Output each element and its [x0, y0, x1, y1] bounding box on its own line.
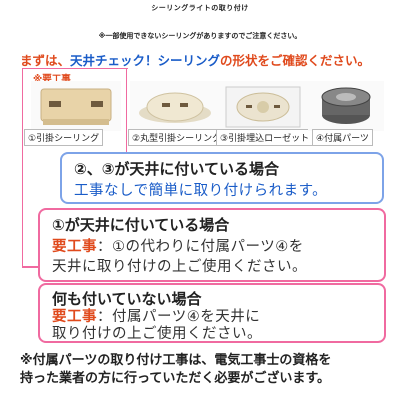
box-line-1: 要工事：付属パーツ④を天井に	[52, 305, 260, 326]
usage-note: ※一部使用できないシーリングがありますのでご注意ください。	[98, 32, 302, 40]
box-line-2: 天井に取り付けの上ご使用ください。	[52, 259, 307, 275]
item-caption: ①引掛シーリング	[24, 129, 104, 146]
item-caption: ②丸型引掛シーリング	[128, 129, 226, 146]
box-line-1-text: ：付属パーツ④を天井に	[97, 309, 261, 325]
check-header-prefix: まずは、	[20, 53, 71, 68]
box-title: ①が天井に付いている場合	[52, 216, 230, 234]
work-required-connector	[22, 266, 42, 268]
box-line-1-text: ：①の代わりに付属パーツ④を	[97, 239, 304, 255]
embedded-rosette-icon	[218, 81, 308, 131]
work-required-tag: ※要工事	[33, 74, 71, 85]
check-header: まずは、天井チェック！シーリングの形状をご確認ください。	[20, 50, 370, 69]
item-caption: ③引掛埋込ローゼット	[216, 129, 314, 146]
check-header-row: まずは、天井チェック！シーリングの形状をご確認ください。	[20, 50, 380, 69]
footer-note: ※付属パーツの取り付け工事は、電気工事士の資格を 持った業者の方に行っていただく…	[20, 352, 380, 388]
box-title: 何も付いていない場合	[52, 290, 202, 308]
info-box-work-required-none: 何も付いていない場合 要工事：付属パーツ④を天井に 取り付けの上ご使用ください。	[38, 283, 386, 343]
footer-line-1: ※付属パーツの取り付け工事は、電気工事士の資格を	[20, 353, 332, 368]
info-box-work-required-1: ①が天井に付いている場合 要工事：①の代わりに付属パーツ④を 天井に取り付けの上…	[38, 208, 386, 282]
item-caption: ④付属パーツ	[312, 129, 373, 146]
work-required-label: 要工事	[52, 309, 97, 325]
box-text: 工事なしで簡単に取り付けられます。	[74, 183, 328, 199]
work-required-frame-edge	[126, 68, 127, 156]
box-line-1: 要工事：①の代わりに付属パーツ④を	[52, 235, 304, 256]
work-required-label: 要工事	[52, 239, 97, 255]
round-hook-ceiling-icon	[130, 81, 220, 131]
check-header-highlight: 天井チェック！シーリング	[70, 53, 221, 68]
box-line-2: 取り付けの上ご使用ください。	[52, 326, 262, 342]
info-box-no-work: ②、③が天井に付いている場合 工事なしで簡単に取り付けられます。	[60, 152, 384, 204]
check-header-suffix: の形状をご確認ください。	[220, 53, 371, 68]
footer-line-2: 持った業者の方に行っていただく必要がございます。	[20, 371, 331, 386]
box-title: ②、③が天井に付いている場合	[74, 160, 279, 178]
work-required-frame	[22, 68, 128, 267]
rectangular-hook-ceiling-icon	[31, 81, 121, 131]
adapter-part-icon	[308, 81, 384, 131]
page-title: シーリングライトの取り付け	[151, 4, 249, 12]
